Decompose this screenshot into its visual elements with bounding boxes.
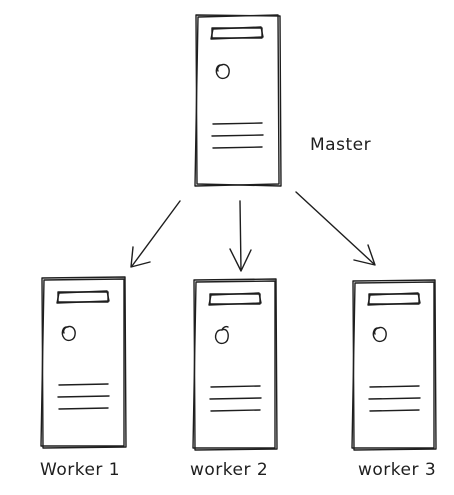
- arrow-master-to-worker1: [130, 200, 181, 268]
- worker3-node: worker 3: [351, 279, 437, 480]
- worker2-node: worker 2: [190, 278, 278, 480]
- worker3-label: worker 3: [358, 460, 436, 480]
- worker1-label: Worker 1: [40, 460, 120, 480]
- master-label: Master: [310, 135, 371, 155]
- server-tower-icon: [194, 14, 282, 187]
- worker2-label: worker 2: [190, 460, 268, 480]
- arrow-master-to-worker3: [295, 191, 376, 266]
- arrow-master-to-worker2: [229, 200, 252, 272]
- server-tower-icon: [192, 278, 278, 451]
- server-tower-icon: [351, 279, 437, 451]
- worker1-node: Worker 1: [40, 276, 127, 480]
- server-tower-icon: [40, 276, 127, 449]
- master-node: Master: [194, 14, 371, 187]
